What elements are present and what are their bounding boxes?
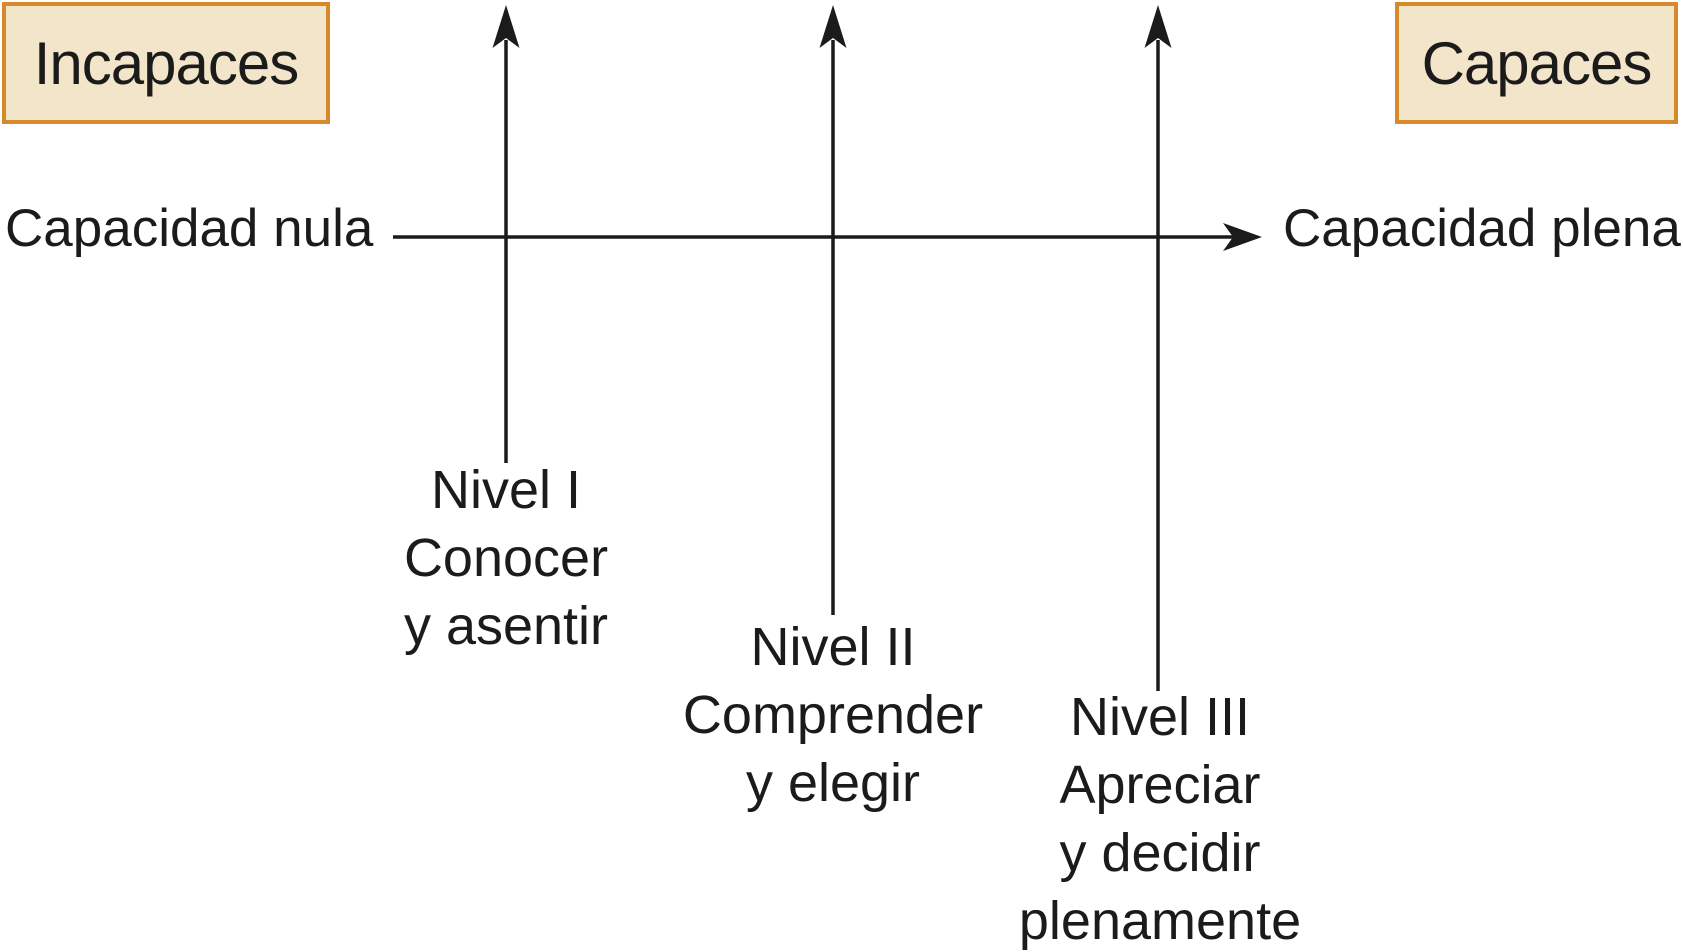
level-3-title: Nivel III <box>1069 687 1251 747</box>
level-1-title: Nivel I <box>430 460 582 520</box>
up-arrowhead-icon <box>492 5 520 48</box>
capaces-box: Capaces <box>1395 2 1678 124</box>
level-2-label: Nivel II Comprender y elegir <box>613 613 1053 817</box>
level-3-arrow <box>1144 5 1172 691</box>
level-1-arrow <box>492 5 520 463</box>
level-2-arrow <box>819 5 847 615</box>
level-1-line: Conocer <box>403 528 609 588</box>
level-2-title: Nivel II <box>750 617 916 677</box>
up-arrowhead-icon <box>1144 5 1172 48</box>
level-3-line: plenamente <box>1018 891 1302 951</box>
level-1-label: Nivel I Conocer y asentir <box>286 456 726 660</box>
level-3-label: Nivel III Apreciar y decidir plenamente <box>940 683 1380 952</box>
axis-label-capacidad-nula: Capacidad nula <box>5 199 374 258</box>
up-arrowhead-icon <box>819 5 847 48</box>
axis-label-capacidad-plena: Capacidad plena <box>1283 199 1681 258</box>
level-3-line: Apreciar <box>1059 755 1261 815</box>
level-1-line: y asentir <box>403 596 609 656</box>
capaces-box-label: Capaces <box>1421 29 1653 97</box>
incapaces-box-label: Incapaces <box>33 29 300 97</box>
incapaces-box: Incapaces <box>2 2 330 124</box>
right-arrowhead-icon <box>1223 223 1262 251</box>
level-2-line: y elegir <box>745 753 921 813</box>
level-3-line: y decidir <box>1059 823 1261 883</box>
level-2-line: Comprender <box>682 685 984 745</box>
